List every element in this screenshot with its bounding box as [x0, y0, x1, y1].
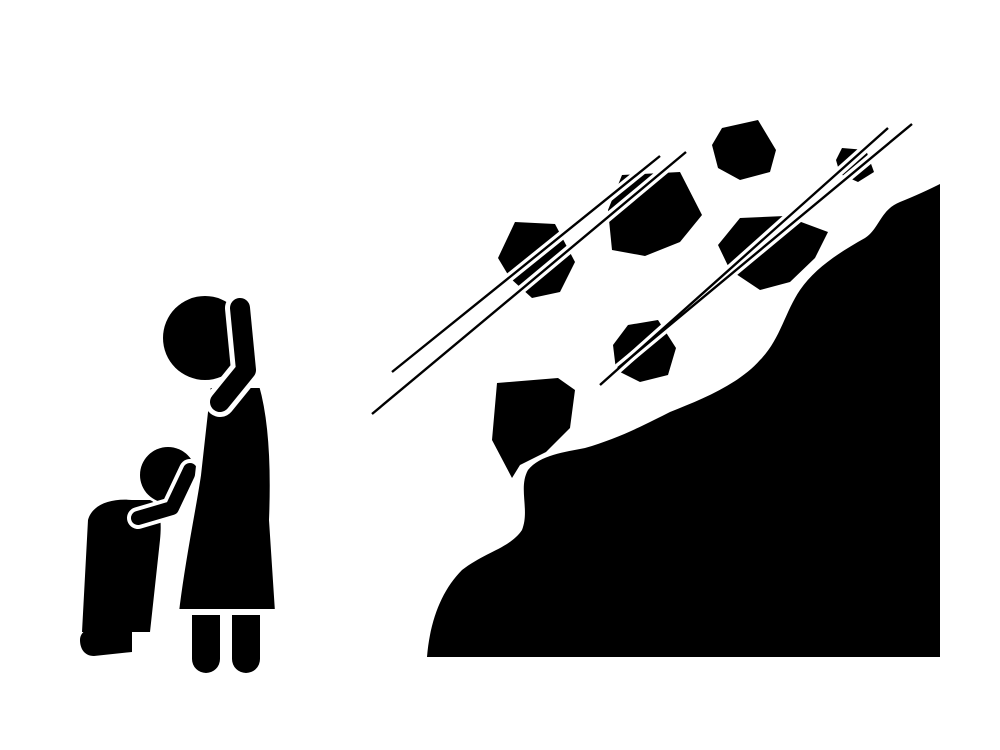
- adult-dress-halo: [173, 382, 281, 615]
- child-figure: [80, 447, 201, 656]
- hillside-slope: [427, 184, 940, 657]
- adult-figure: [163, 293, 281, 673]
- motion-line-4: [617, 123, 913, 369]
- motion-lines: [369, 120, 915, 418]
- motion-line-1: [391, 155, 661, 373]
- rock-3: [712, 120, 776, 180]
- adult-arm: [210, 298, 256, 412]
- rock-5: [718, 216, 828, 290]
- motion-line-2: [371, 151, 687, 415]
- rock-7: [492, 378, 575, 478]
- child-arm: [131, 463, 197, 525]
- child-leg: [80, 627, 132, 656]
- child-body: [82, 499, 161, 632]
